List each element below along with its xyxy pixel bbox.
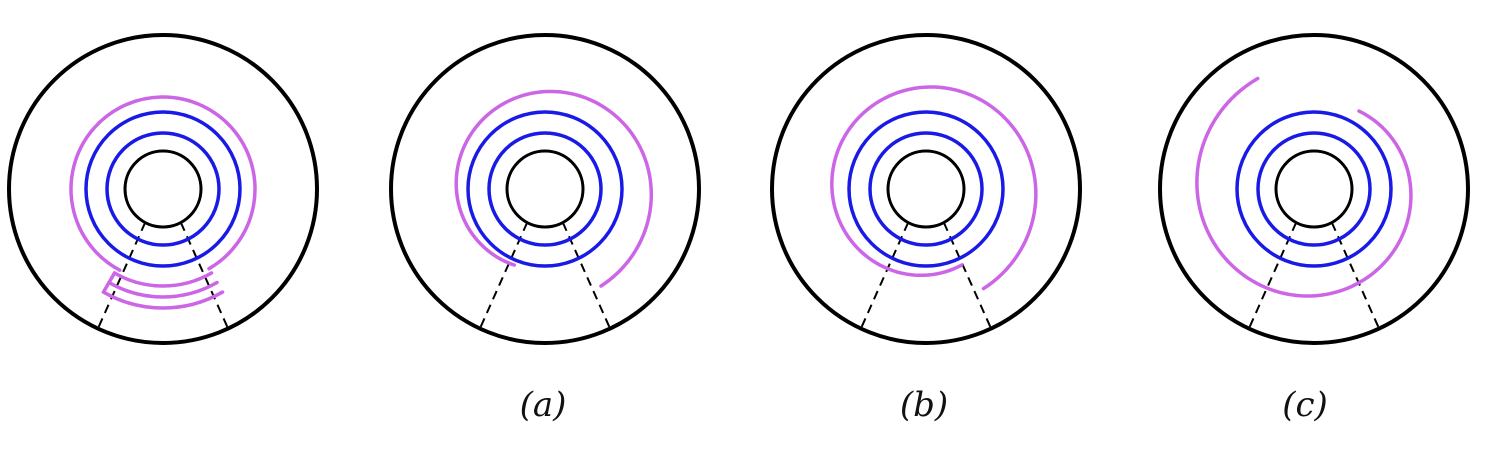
panel-c: [1158, 33, 1470, 345]
inner-boundary: [1274, 149, 1354, 229]
violet-connector: [101, 271, 117, 294]
inner-boundary: [886, 149, 966, 229]
blue-curve-2: [84, 110, 242, 268]
blue-curve-1: [105, 131, 221, 247]
violet-curve: [454, 89, 654, 288]
blue-curve-1: [1256, 131, 1372, 247]
violet-strand-3: [101, 290, 225, 310]
violet-strand-2: [107, 280, 219, 299]
blue-curve-1: [868, 131, 984, 247]
violet-curve: [830, 85, 1038, 291]
blue-curve-2: [466, 110, 624, 268]
panel-0: [7, 33, 319, 345]
violet-curve: [69, 95, 257, 272]
outer-boundary: [389, 33, 701, 345]
outer-boundary: [1158, 33, 1470, 345]
blue-curve-1: [487, 131, 603, 247]
violet-curve: [1195, 76, 1413, 298]
outer-boundary: [7, 33, 319, 345]
caption-c: (c): [1282, 385, 1328, 425]
violet-strand-1: [112, 271, 214, 288]
blue-curve-2: [847, 110, 1005, 268]
caption-b: (b): [899, 385, 949, 425]
caption-a: (a): [519, 385, 567, 425]
outer-boundary: [770, 33, 1082, 345]
inner-boundary: [123, 149, 203, 229]
panel-b: [770, 33, 1082, 345]
panel-a: [389, 33, 701, 345]
inner-boundary: [505, 149, 585, 229]
blue-curve-2: [1235, 110, 1393, 268]
